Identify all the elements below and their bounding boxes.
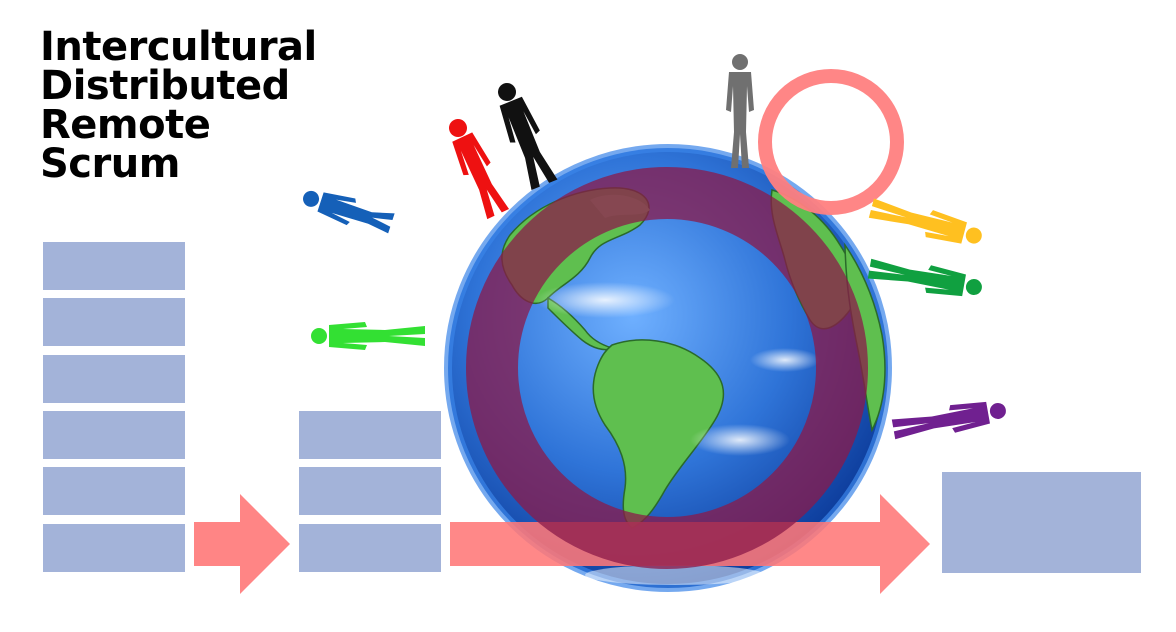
title-line-4: Scrum (40, 141, 180, 187)
blue-person-icon (303, 190, 395, 234)
title-line-3: Remote (40, 102, 211, 148)
title-line-2: Distributed (40, 63, 290, 109)
backlog-item-1 (43, 242, 185, 290)
gray-person-icon (726, 54, 754, 168)
diagram-title: Intercultural Distributed Remote Scrum (40, 24, 317, 187)
backlog-item-6 (43, 524, 185, 572)
backlog-item-4 (43, 411, 185, 459)
orange-person-icon (868, 198, 982, 244)
sprint-item-1 (299, 411, 441, 459)
red-person-icon (449, 119, 510, 220)
sprint-ring (466, 167, 868, 569)
lightgreen-person-icon (311, 322, 425, 350)
backlog-item-3 (43, 355, 185, 403)
title-line-1: Intercultural (40, 24, 317, 70)
purple-person-icon (891, 401, 1006, 440)
small-arrow (194, 494, 290, 594)
green-person-icon (867, 258, 982, 297)
backlog-item-5 (43, 467, 185, 515)
increment-block (942, 472, 1141, 573)
backlog-item-2 (43, 298, 185, 346)
sprint-item-3 (299, 524, 441, 572)
black-person-icon (498, 83, 558, 190)
sprint-item-2 (299, 467, 441, 515)
daily-ring (758, 69, 904, 215)
